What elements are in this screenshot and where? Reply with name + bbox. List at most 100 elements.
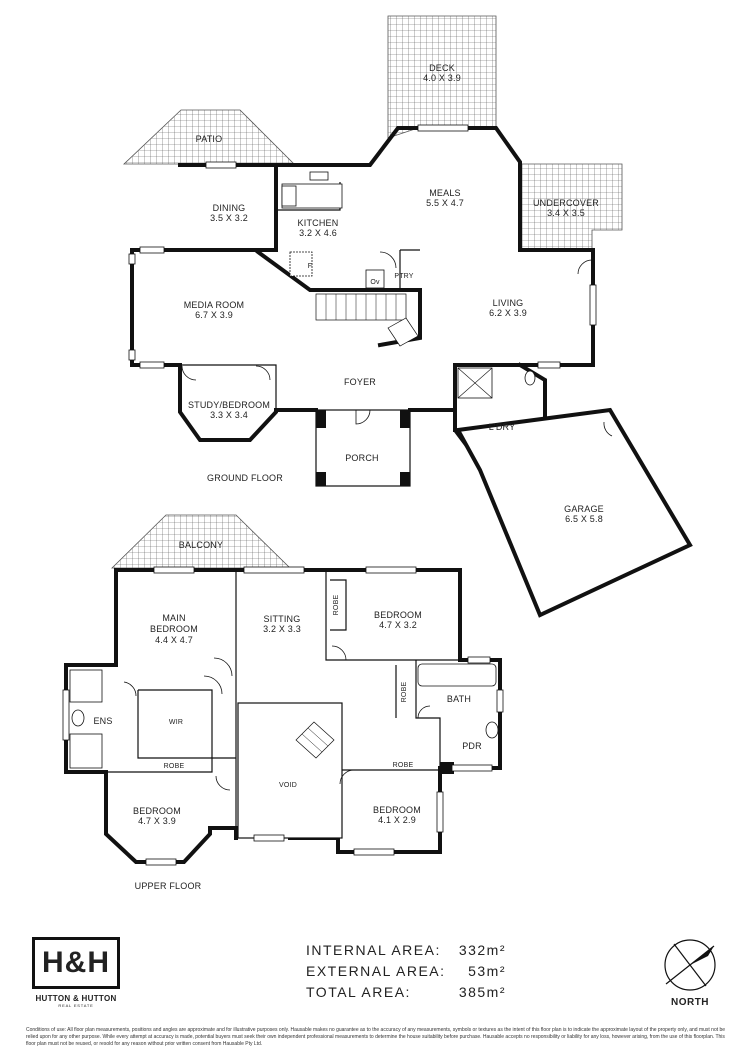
room-dims: 3.5 X 3.2 <box>210 213 248 223</box>
front-door <box>355 409 371 425</box>
undercover-door <box>577 259 593 275</box>
room-name: UNDERCOVER <box>533 198 599 208</box>
room-name: ROBE <box>333 595 340 616</box>
pantry-door <box>379 251 397 269</box>
room-name: DINING <box>213 203 246 213</box>
room-name: VOID <box>279 782 297 789</box>
room-name: BALCONY <box>179 540 223 550</box>
room-dims: 3.4 X 3.5 <box>547 208 585 218</box>
toilet <box>524 370 536 386</box>
north-compass-icon <box>664 939 716 991</box>
upper-interior-wall <box>106 757 236 773</box>
room-name: KITCHEN <box>298 218 339 228</box>
area-row: INTERNAL AREA: 332m² <box>306 942 506 962</box>
disclaimer-text: Conditions of use: All floor plan measur… <box>26 1027 726 1047</box>
room-name: LIVING <box>493 298 524 308</box>
bedroom-door <box>215 775 231 791</box>
room-dims: 3.2 X 4.6 <box>299 228 337 238</box>
main-bedroom-door <box>213 657 233 677</box>
upper-exterior-wall <box>64 568 238 864</box>
window <box>62 689 70 741</box>
room-name: ROBE <box>393 762 414 769</box>
window <box>243 566 305 574</box>
room-name: PDR <box>462 741 482 751</box>
room-name: ENS <box>93 716 112 726</box>
window <box>365 566 417 574</box>
room-name: PTRY <box>394 273 413 280</box>
window <box>153 566 195 574</box>
room-name: BEDROOM <box>133 806 181 816</box>
window <box>128 253 136 265</box>
toilet <box>71 709 85 727</box>
study-door <box>255 365 271 381</box>
room-name: BEDROOM <box>373 805 421 815</box>
window <box>353 848 395 856</box>
ground-floor <box>122 15 693 618</box>
study-wall <box>180 364 277 410</box>
bath-door <box>417 705 431 719</box>
void-outline <box>237 702 343 839</box>
window <box>205 161 237 169</box>
ensuite-bath <box>69 733 103 769</box>
upper-interior-wall <box>325 570 460 661</box>
appliance-label: Ov <box>370 279 380 286</box>
bedroom-door <box>331 645 347 661</box>
room-dims: 4.4 X 4.7 <box>155 635 193 645</box>
room-name: L'DRY <box>489 422 516 432</box>
toilet <box>485 721 499 739</box>
porch-column <box>316 472 326 486</box>
window <box>436 791 444 833</box>
room-dims: 4.7 X 3.2 <box>379 620 417 630</box>
window <box>139 246 165 254</box>
area-label: TOTAL AREA: <box>306 984 411 1000</box>
brand-subtitle: REAL ESTATE <box>58 1003 94 1008</box>
area-row: TOTAL AREA: 385m² <box>306 984 506 1004</box>
room-dims: 6.2 X 3.9 <box>489 308 527 318</box>
ground-exterior-wall <box>130 163 278 367</box>
ensuite-shower <box>69 669 103 703</box>
ensuite-door <box>123 681 137 697</box>
room-name: PATIO <box>196 134 223 144</box>
room-name: FOYER <box>344 377 376 387</box>
oven-icon <box>365 269 385 289</box>
room-name: PORCH <box>345 453 379 463</box>
north-label: NORTH <box>670 997 710 1008</box>
room-name: BEDROOM <box>374 610 422 620</box>
room-name: MAIN <box>162 613 185 623</box>
room-name: MEDIA ROOM <box>184 300 245 310</box>
area-value: 53m² <box>468 963 506 979</box>
upper-interior-wall <box>137 689 213 759</box>
cooktop-icon <box>281 185 297 207</box>
room-name: MEALS <box>429 188 461 198</box>
garage-outline <box>454 407 693 618</box>
main-bedroom-door <box>203 675 223 695</box>
room-dims: 6.7 X 3.9 <box>195 310 233 320</box>
ground-exterior-wall <box>408 408 457 432</box>
window <box>496 689 504 713</box>
bedroom-door <box>339 769 355 785</box>
area-row: EXTERNAL AREA: 53m² <box>306 963 506 983</box>
window <box>589 284 597 326</box>
window <box>145 858 177 866</box>
room-name: ROBE <box>164 763 185 770</box>
area-value: 385m² <box>458 984 506 1000</box>
window <box>537 361 561 369</box>
porch-column <box>400 410 410 428</box>
upper-interior-wall <box>415 660 441 768</box>
appliance-label: F <box>308 263 312 270</box>
window <box>253 834 285 842</box>
area-label: INTERNAL AREA: <box>306 942 441 958</box>
garage-door <box>603 421 613 437</box>
room-dims: 5.5 X 4.7 <box>426 198 464 208</box>
room-dims: 6.5 X 5.8 <box>565 514 603 524</box>
room-name: STUDY/BEDROOM <box>188 400 270 410</box>
study-door <box>181 365 197 381</box>
room-dims: 4.1 X 2.9 <box>378 815 416 825</box>
upper-interior-wall <box>330 579 347 631</box>
brand-name: HUTTON & HUTTON <box>35 994 117 1003</box>
room-name: GARAGE <box>564 504 604 514</box>
upper-floor <box>62 514 504 866</box>
room-dims: 4.7 X 3.9 <box>138 816 176 826</box>
window <box>128 349 136 361</box>
